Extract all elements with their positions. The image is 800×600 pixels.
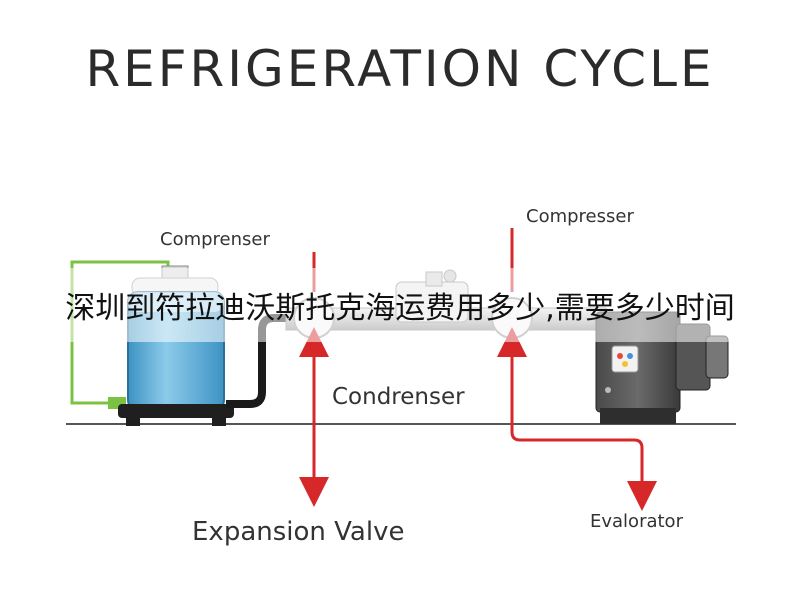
- label-compresser: Compresser: [526, 206, 634, 227]
- label-comprenser: Comprenser: [160, 229, 270, 250]
- green-loop-line: [70, 260, 170, 405]
- overlay-text: 深圳到符拉迪沃斯托克海运费用多少,需要多少时间: [65, 291, 735, 326]
- arrow-evalorator: [510, 344, 657, 511]
- label-condrenser: Condrenser: [332, 384, 465, 410]
- overlay-banner: 深圳到符拉迪沃斯托克海运费用多少,需要多少时间: [0, 268, 800, 342]
- label-evalorator: Evalorator: [590, 511, 683, 532]
- diagram-title: REFRIGERATION CYCLE: [85, 40, 715, 98]
- label-expansion-valve: Expansion Valve: [192, 517, 405, 547]
